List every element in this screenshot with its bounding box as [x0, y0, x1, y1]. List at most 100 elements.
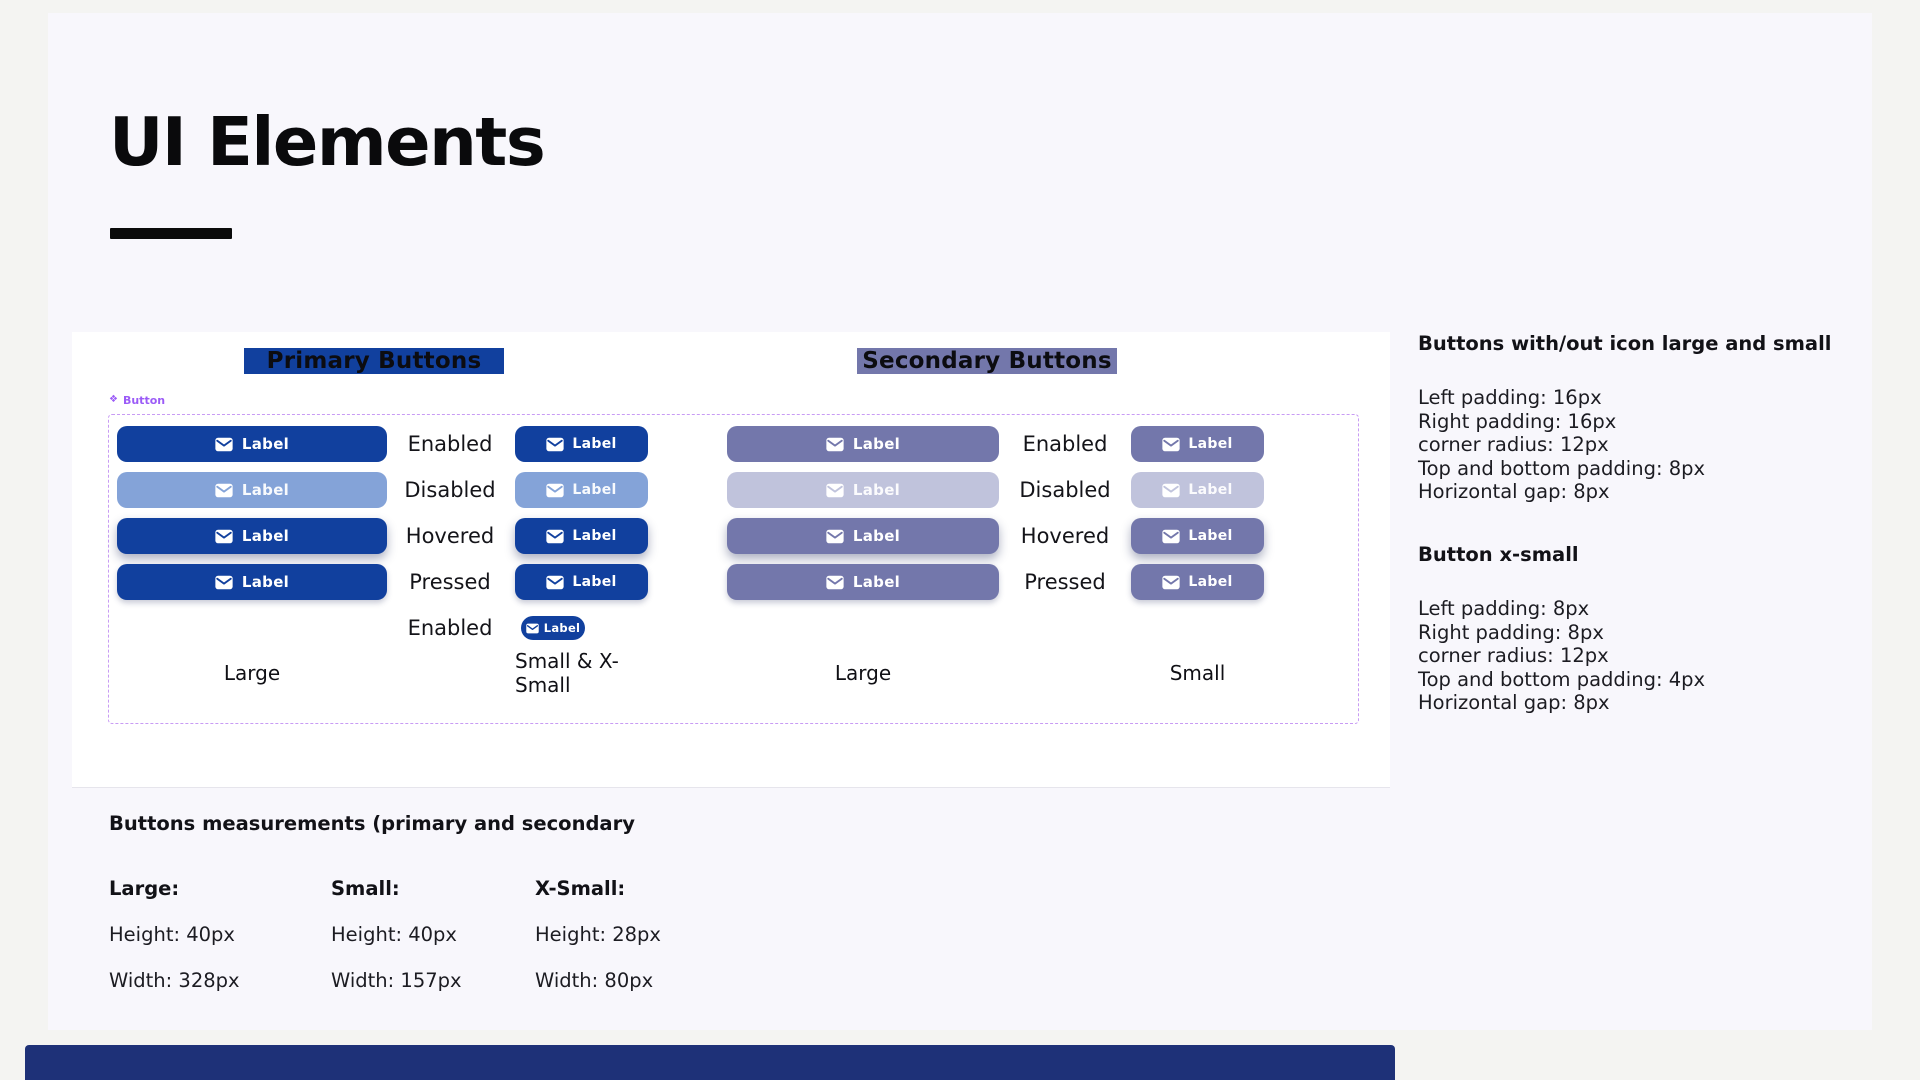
spec-line: Right padding: 8px [1418, 620, 1604, 644]
width-value: Width: 80px [535, 969, 654, 992]
spec-line: Right padding: 16px [1418, 409, 1617, 433]
width-value: Width: 157px [331, 969, 462, 992]
state-label: Pressed [1024, 570, 1106, 594]
primary-small-hovered-button[interactable]: Label [515, 518, 648, 554]
button-label: Label [241, 573, 290, 591]
spec-line: Left padding: 16px [1418, 386, 1602, 410]
button-label: Label [572, 436, 617, 452]
primary-large-hovered-button[interactable]: Label [117, 518, 387, 554]
spec-line: Horizontal gap: 8px [1418, 480, 1610, 504]
button-label: Label [572, 574, 617, 590]
spec-line: Top and bottom padding: 8px [1418, 456, 1706, 480]
button-state-row: Label Disabled Label Label Disabled [109, 472, 1358, 508]
button-label: Label [543, 621, 581, 635]
mail-icon [1162, 529, 1181, 543]
spec-line: Top and bottom padding: 4px [1418, 667, 1706, 691]
figma-component-tag[interactable]: ❖ Button [109, 392, 165, 408]
state-label: Enabled [407, 432, 493, 456]
mail-icon [215, 529, 233, 543]
size-captions-row: Large Small & X-Small Large Small [109, 649, 1358, 697]
button-state-row: Label Hovered Label Label Hovered [109, 518, 1358, 554]
mail-icon [215, 437, 233, 451]
primary-small-enabled-button[interactable]: Label [515, 426, 648, 462]
primary-large-disabled-button[interactable]: Label [117, 472, 387, 508]
size-label: Large: [109, 877, 180, 900]
primary-xsmall-enabled-button[interactable]: Label [521, 616, 585, 640]
mail-icon [826, 529, 844, 543]
button-label: Label [241, 527, 290, 545]
spec-line: Left padding: 8px [1418, 597, 1590, 621]
spec-heading-large-small: Buttons with/out icon large and small [1418, 332, 1832, 355]
size-caption-primary-large: Large [223, 661, 281, 685]
state-label: Disabled [404, 478, 496, 502]
primary-small-pressed-button[interactable]: Label [515, 564, 648, 600]
button-label: Label [241, 481, 290, 499]
height-value: Height: 28px [535, 923, 661, 946]
height-value: Height: 40px [109, 923, 235, 946]
secondary-large-hovered-button[interactable]: Label [727, 518, 999, 554]
state-label: Disabled [1019, 478, 1111, 502]
mail-icon [1162, 483, 1181, 497]
mail-icon [215, 483, 233, 497]
size-label: X-Small: [535, 877, 626, 900]
mail-icon [546, 529, 565, 543]
button-label: Label [572, 482, 617, 498]
width-value: Width: 328px [109, 969, 240, 992]
button-label: Label [572, 528, 617, 544]
mail-icon [546, 483, 565, 497]
state-label: Hovered [1020, 524, 1110, 548]
state-label: Enabled [1022, 432, 1108, 456]
component-tag-label: Button [122, 393, 166, 407]
secondary-small-disabled-button[interactable]: Label [1131, 472, 1264, 508]
secondary-large-disabled-button[interactable]: Label [727, 472, 999, 508]
button-label: Label [1188, 436, 1233, 452]
spec-lines-large-small: Left padding: 16px Right padding: 16px c… [1418, 386, 1858, 504]
mail-icon [546, 437, 565, 451]
primary-large-enabled-button[interactable]: Label [117, 426, 387, 462]
primary-small-disabled-button[interactable]: Label [515, 472, 648, 508]
secondary-small-hovered-button[interactable]: Label [1131, 518, 1264, 554]
mail-icon [215, 575, 233, 589]
mail-icon [1162, 575, 1181, 589]
size-caption-secondary-small: Small [1169, 661, 1226, 685]
spec-notes: Buttons with/out icon large and small Le… [1418, 332, 1858, 715]
mail-icon [525, 623, 539, 633]
state-label: Hovered [405, 524, 495, 548]
spec-line: corner radius: 12px [1418, 433, 1609, 457]
height-value: Height: 40px [331, 923, 457, 946]
mail-icon [546, 575, 565, 589]
primary-large-pressed-button[interactable]: Label [117, 564, 387, 600]
mail-icon [826, 575, 844, 589]
button-label: Label [852, 435, 901, 453]
canvas-horizontal-scrollbar[interactable] [25, 1045, 1395, 1080]
secondary-buttons-header: Secondary Buttons [857, 348, 1117, 374]
xsmall-button-row: Enabled Label [109, 610, 1358, 646]
page-title: UI Elements [109, 103, 546, 181]
spec-heading-xsmall: Button x-small [1418, 542, 1579, 566]
buttons-showcase-panel: Primary Buttons Secondary Buttons ❖ Butt… [72, 332, 1390, 788]
secondary-small-pressed-button[interactable]: Label [1131, 564, 1264, 600]
spec-line: Horizontal gap: 8px [1418, 691, 1610, 715]
size-caption-primary-small: Small & X-Small [515, 649, 619, 697]
button-label: Label [852, 573, 901, 591]
size-label: Small: [331, 877, 400, 900]
button-label: Label [1188, 528, 1233, 544]
component-frame: Label Enabled Label Label Enabled [108, 414, 1359, 724]
button-state-rows: Label Enabled Label Label Enabled [109, 426, 1358, 697]
measurements-section: Buttons measurements (primary and second… [109, 812, 1009, 992]
measurements-heading: Buttons measurements (primary and second… [109, 812, 635, 835]
secondary-small-enabled-button[interactable]: Label [1131, 426, 1264, 462]
button-label: Label [852, 527, 901, 545]
button-state-row: Label Enabled Label Label Enabled [109, 426, 1358, 462]
mail-icon [826, 437, 844, 451]
secondary-large-enabled-button[interactable]: Label [727, 426, 999, 462]
spec-line: corner radius: 12px [1418, 644, 1609, 668]
size-caption-secondary-large: Large [834, 661, 892, 685]
secondary-large-pressed-button[interactable]: Label [727, 564, 999, 600]
button-label: Label [241, 435, 290, 453]
state-label: Pressed [409, 570, 491, 594]
title-underline [110, 228, 232, 239]
diamond-component-icon: ❖ [109, 394, 118, 405]
mail-icon [826, 483, 844, 497]
button-label: Label [852, 481, 901, 499]
